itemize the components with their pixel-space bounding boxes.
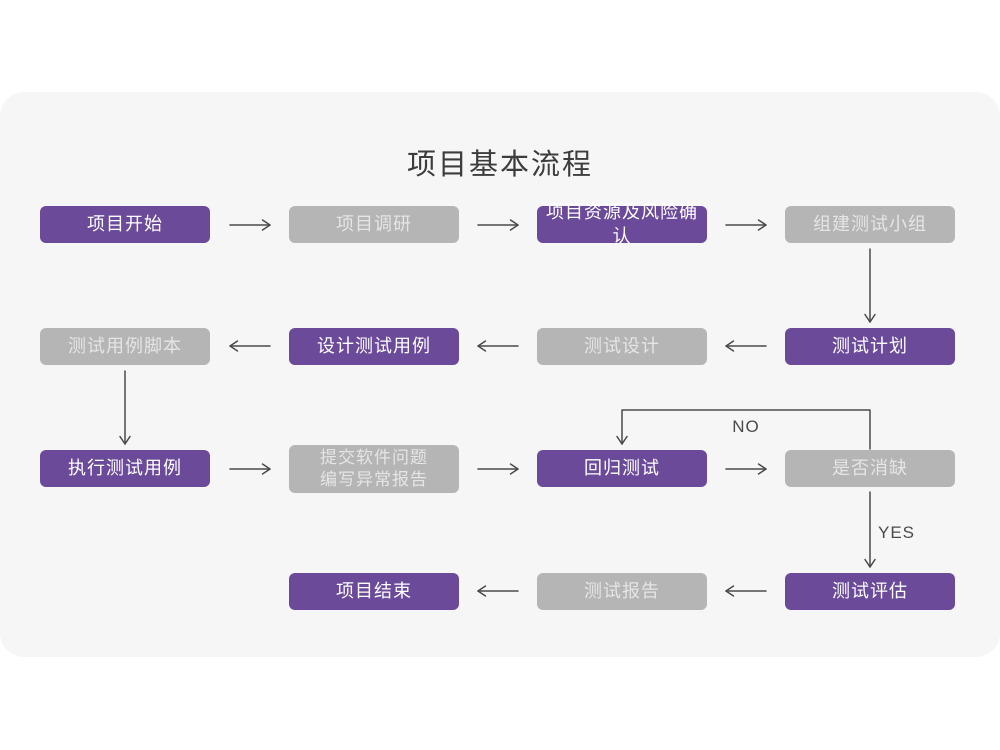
node-project-start: 项目开始: [40, 206, 210, 243]
node-test-report: 测试报告: [537, 573, 707, 610]
node-design-test-cases: 设计测试用例: [289, 328, 459, 365]
node-build-test-team: 组建测试小组: [785, 206, 955, 243]
node-test-case-script: 测试用例脚本: [40, 328, 210, 365]
node-test-plan: 测试计划: [785, 328, 955, 365]
node-project-resources-risk: 项目资源及风险确认: [537, 202, 707, 246]
panel-background: [0, 92, 1000, 657]
node-project-end: 项目结束: [289, 573, 459, 610]
node-project-research: 项目调研: [289, 206, 459, 243]
edge-label-no: NO: [732, 417, 760, 436]
page-title: 项目基本流程: [406, 149, 593, 181]
node-defect-cleared: 是否消缺: [785, 450, 955, 487]
node-test-design: 测试设计: [537, 328, 707, 365]
node-submit-issue-report: 提交软件问题 编写异常报告: [289, 445, 459, 493]
edge-label-yes: YES: [878, 523, 916, 542]
node-regression-test: 回归测试: [537, 450, 707, 487]
node-test-evaluation: 测试评估: [785, 573, 955, 610]
node-execute-test-cases: 执行测试用例: [40, 450, 210, 487]
